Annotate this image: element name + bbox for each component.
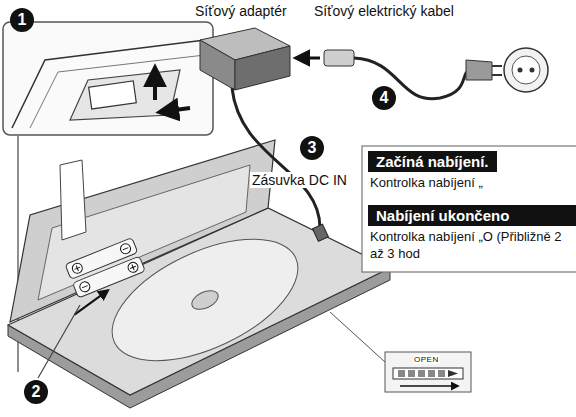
mains-cable	[324, 50, 502, 99]
battery-lid-inset	[3, 22, 213, 135]
insert-arrow	[296, 57, 320, 60]
status-box: Začíná nabíjení.Kontrolka nabíjení „	[368, 151, 497, 192]
dc-plug	[313, 224, 329, 241]
status-heading: Nabíjení ukončeno	[368, 205, 576, 226]
callout-number: 3	[300, 136, 324, 160]
info-panel	[362, 146, 576, 272]
status-text: Kontrolka nabíjení „	[368, 172, 497, 192]
status-box: Nabíjení ukončenoKontrolka nabíjení „O (…	[368, 205, 576, 263]
ac-adapter	[200, 28, 290, 90]
part-name: Zásuvka DC IN	[250, 172, 349, 188]
open-switch-inset	[330, 312, 471, 392]
callout-number: 2	[24, 380, 48, 404]
part-name: Síťový elektrický kabel	[312, 3, 456, 19]
leader-line	[38, 305, 80, 378]
part-name: Síťový adaptér	[193, 3, 289, 19]
callout-number: 4	[372, 86, 396, 110]
status-text: Kontrolka nabíjení „O (Přibližně 2 až 3 …	[368, 226, 576, 263]
cd-player	[8, 140, 390, 408]
switch-label: OPEN	[413, 355, 440, 364]
callout-number: 1	[10, 8, 34, 32]
wall-outlet	[504, 48, 548, 92]
status-heading: Začíná nabíjení.	[368, 151, 497, 172]
